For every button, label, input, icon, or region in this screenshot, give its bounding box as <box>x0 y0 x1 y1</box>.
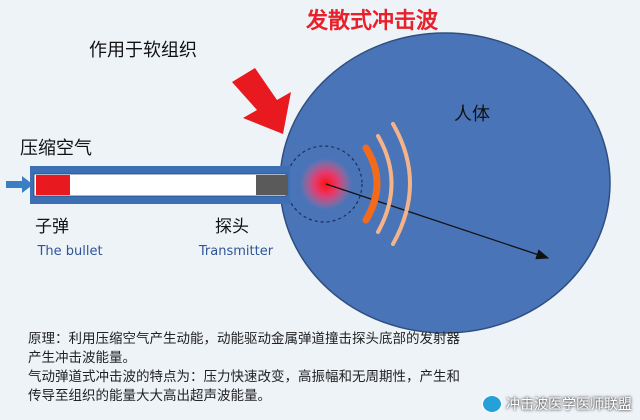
contact-zone <box>285 145 363 223</box>
soft-tissue-arrow <box>232 68 291 134</box>
watermark: 冲击波医学医师联盟 <box>482 394 632 414</box>
compressed-air-label: 压缩空气 <box>20 138 92 159</box>
caption-line-1: 原理：利用压缩空气产生动能，动能驱动金属弹道撞击探头底部的发射器 <box>28 331 460 347</box>
propagation-arrow <box>325 183 550 260</box>
diagram-title: 发散式冲击波 <box>305 8 439 34</box>
caption-line-2: 产生冲击波能量。 <box>28 350 136 366</box>
barrel-chamber <box>33 173 287 197</box>
transmitter-label-en: Transmitter <box>198 244 274 259</box>
wechat-icon <box>482 395 502 413</box>
soft-tissue-label: 作用于软组织 <box>89 40 197 61</box>
bullet-label-cn: 子弹 <box>35 217 69 237</box>
caption-line-3: 气动弹道式冲击波的特点为：压力快速改变，高振幅和无周期性，产生和 <box>28 369 460 385</box>
air-inlet-arrow <box>22 176 33 193</box>
caption-line-4: 传导至组织的能量大大高出超声波能量。 <box>28 388 271 404</box>
watermark-text: 冲击波医学医师联盟 <box>506 397 632 413</box>
shockwave-arc-2 <box>376 134 394 234</box>
shockwave-arc-3 <box>391 122 412 246</box>
transmitter <box>256 175 288 195</box>
shockwave-arc-1 <box>362 144 381 224</box>
bullet <box>36 175 70 195</box>
transmitter-label-cn: 探头 <box>215 217 249 237</box>
air-inlet-shaft <box>6 181 24 188</box>
bullet-label-en: The bullet <box>36 244 102 259</box>
human-body-label: 人体 <box>454 104 490 125</box>
caption: 原理：利用压缩空气产生动能，动能驱动金属弹道撞击探头底部的发射器 产生冲击波能量… <box>28 330 628 406</box>
